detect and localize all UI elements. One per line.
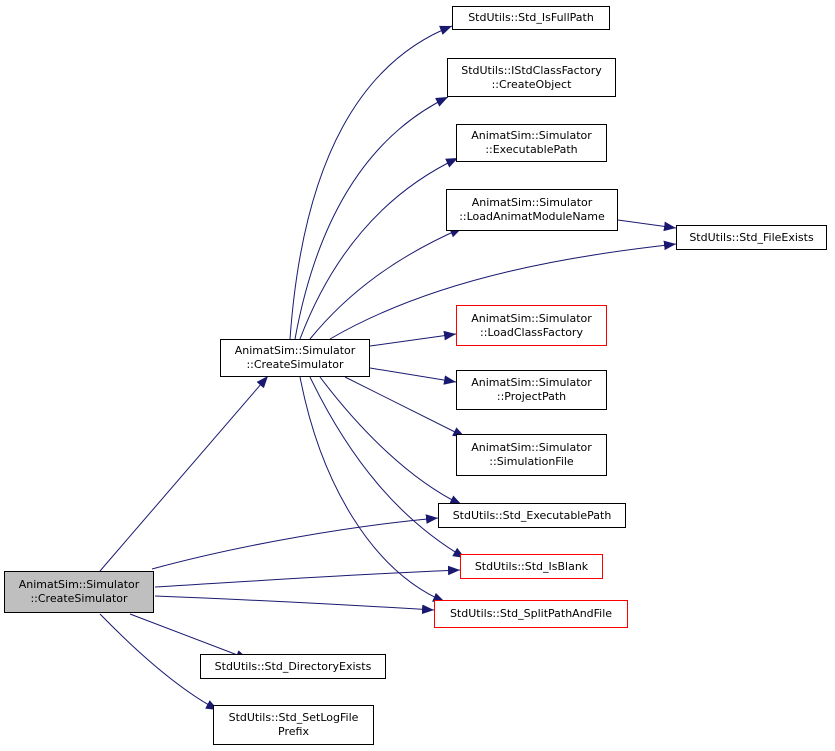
node-std-splitpathandfile[interactable]: StdUtils::Std_SplitPathAndFile — [434, 600, 628, 628]
node-label-line1: AnimatSim::Simulator — [471, 376, 592, 389]
edge-inner-stdexec — [319, 376, 463, 506]
edge-inner-simfile — [344, 376, 466, 438]
edge-root-direxists — [129, 613, 249, 660]
node-label-line1: AnimatSim::Simulator — [471, 311, 592, 325]
node-std-isfullpath[interactable]: StdUtils::Std_IsFullPath — [452, 6, 610, 30]
node-label-line2: ::LoadClassFactory — [480, 325, 583, 339]
edge-root-isblank — [154, 565, 461, 588]
node-simulator-loadclassfactory[interactable]: AnimatSim::Simulator ::LoadClassFactory — [456, 305, 607, 346]
node-label-line1: AnimatSim::Simulator — [471, 129, 592, 142]
node-label-line1: StdUtils::Std_ExecutablePath — [452, 508, 612, 522]
node-label-line2: ::CreateSimulator — [30, 592, 128, 605]
node-label-line2: ::LoadAnimatModuleName — [459, 210, 605, 223]
node-label-line1: StdUtils::Std_IsBlank — [474, 559, 589, 573]
node-label-line1: AnimatSim::Simulator — [18, 578, 140, 591]
node-simulator-simulationfile[interactable]: AnimatSim::Simulator ::SimulationFile — [456, 434, 607, 476]
node-std-isblank[interactable]: StdUtils::Std_IsBlank — [460, 554, 603, 579]
node-simulator-projectpath[interactable]: AnimatSim::Simulator ::ProjectPath — [456, 370, 607, 410]
edge-loadmodule-fileexists — [617, 219, 677, 232]
node-label-line2: Prefix — [278, 725, 309, 738]
edge-root-splitpath — [154, 595, 435, 615]
edge-inner-projectpath — [369, 367, 457, 385]
edge-inner-execpath — [299, 157, 459, 340]
edge-inner-loadfactory — [369, 330, 457, 347]
edge-inner-loadmodule — [309, 227, 463, 340]
node-label-line1: StdUtils::Std_IsFullPath — [468, 11, 594, 24]
node-label-line2: ::SimulationFile — [489, 455, 574, 468]
edge-root-stdexec — [151, 514, 439, 570]
node-std-directoryexists[interactable]: StdUtils::Std_DirectoryExists — [200, 654, 386, 679]
node-label-line1: StdUtils::Std_FileExists — [689, 230, 814, 244]
edge-inner-isfullpath — [289, 25, 453, 340]
node-create-simulator[interactable]: AnimatSim::Simulator ::CreateSimulator — [220, 339, 370, 377]
node-label-line2: ::CreateObject — [491, 77, 572, 91]
edge-inner-splitpath — [299, 376, 446, 603]
node-label-line1: AnimatSim::Simulator — [471, 441, 592, 454]
node-label-line1: AnimatSim::Simulator — [234, 344, 356, 357]
node-label-line1: AnimatSim::Simulator — [471, 196, 593, 209]
node-label-line2: ::ProjectPath — [496, 390, 567, 403]
node-label-line2: ::CreateSimulator — [246, 358, 344, 371]
node-label-line1: StdUtils::Std_SetLogFile — [228, 711, 359, 724]
node-std-setlogfileprefix[interactable]: StdUtils::Std_SetLogFile Prefix — [213, 705, 374, 745]
node-label-line1: StdUtils::Std_DirectoryExists — [214, 659, 372, 673]
node-label-line2: ::ExecutablePath — [485, 143, 578, 156]
node-create-simulator-root: AnimatSim::Simulator ::CreateSimulator — [4, 571, 154, 613]
node-label-line1: StdUtils::IStdClassFactory — [461, 63, 602, 77]
node-std-executablepath[interactable]: StdUtils::Std_ExecutablePath — [438, 503, 626, 528]
edge-inner-createobject — [294, 96, 449, 340]
edge-root-setlog — [99, 613, 219, 711]
node-std-fileexists[interactable]: StdUtils::Std_FileExists — [676, 225, 827, 250]
node-simulator-loadanimatmodulename[interactable]: AnimatSim::Simulator ::LoadAnimatModuleN… — [446, 189, 618, 231]
edge-root-inner — [99, 375, 269, 572]
edge-inner-isblank — [309, 376, 466, 559]
edge-inner-fileexists — [329, 240, 677, 340]
node-simulator-executablepath[interactable]: AnimatSim::Simulator ::ExecutablePath — [456, 124, 607, 162]
node-istdclassfactory-createobject[interactable]: StdUtils::IStdClassFactory ::CreateObjec… — [447, 58, 616, 97]
node-label-line1: StdUtils::Std_SplitPathAndFile — [449, 607, 613, 620]
